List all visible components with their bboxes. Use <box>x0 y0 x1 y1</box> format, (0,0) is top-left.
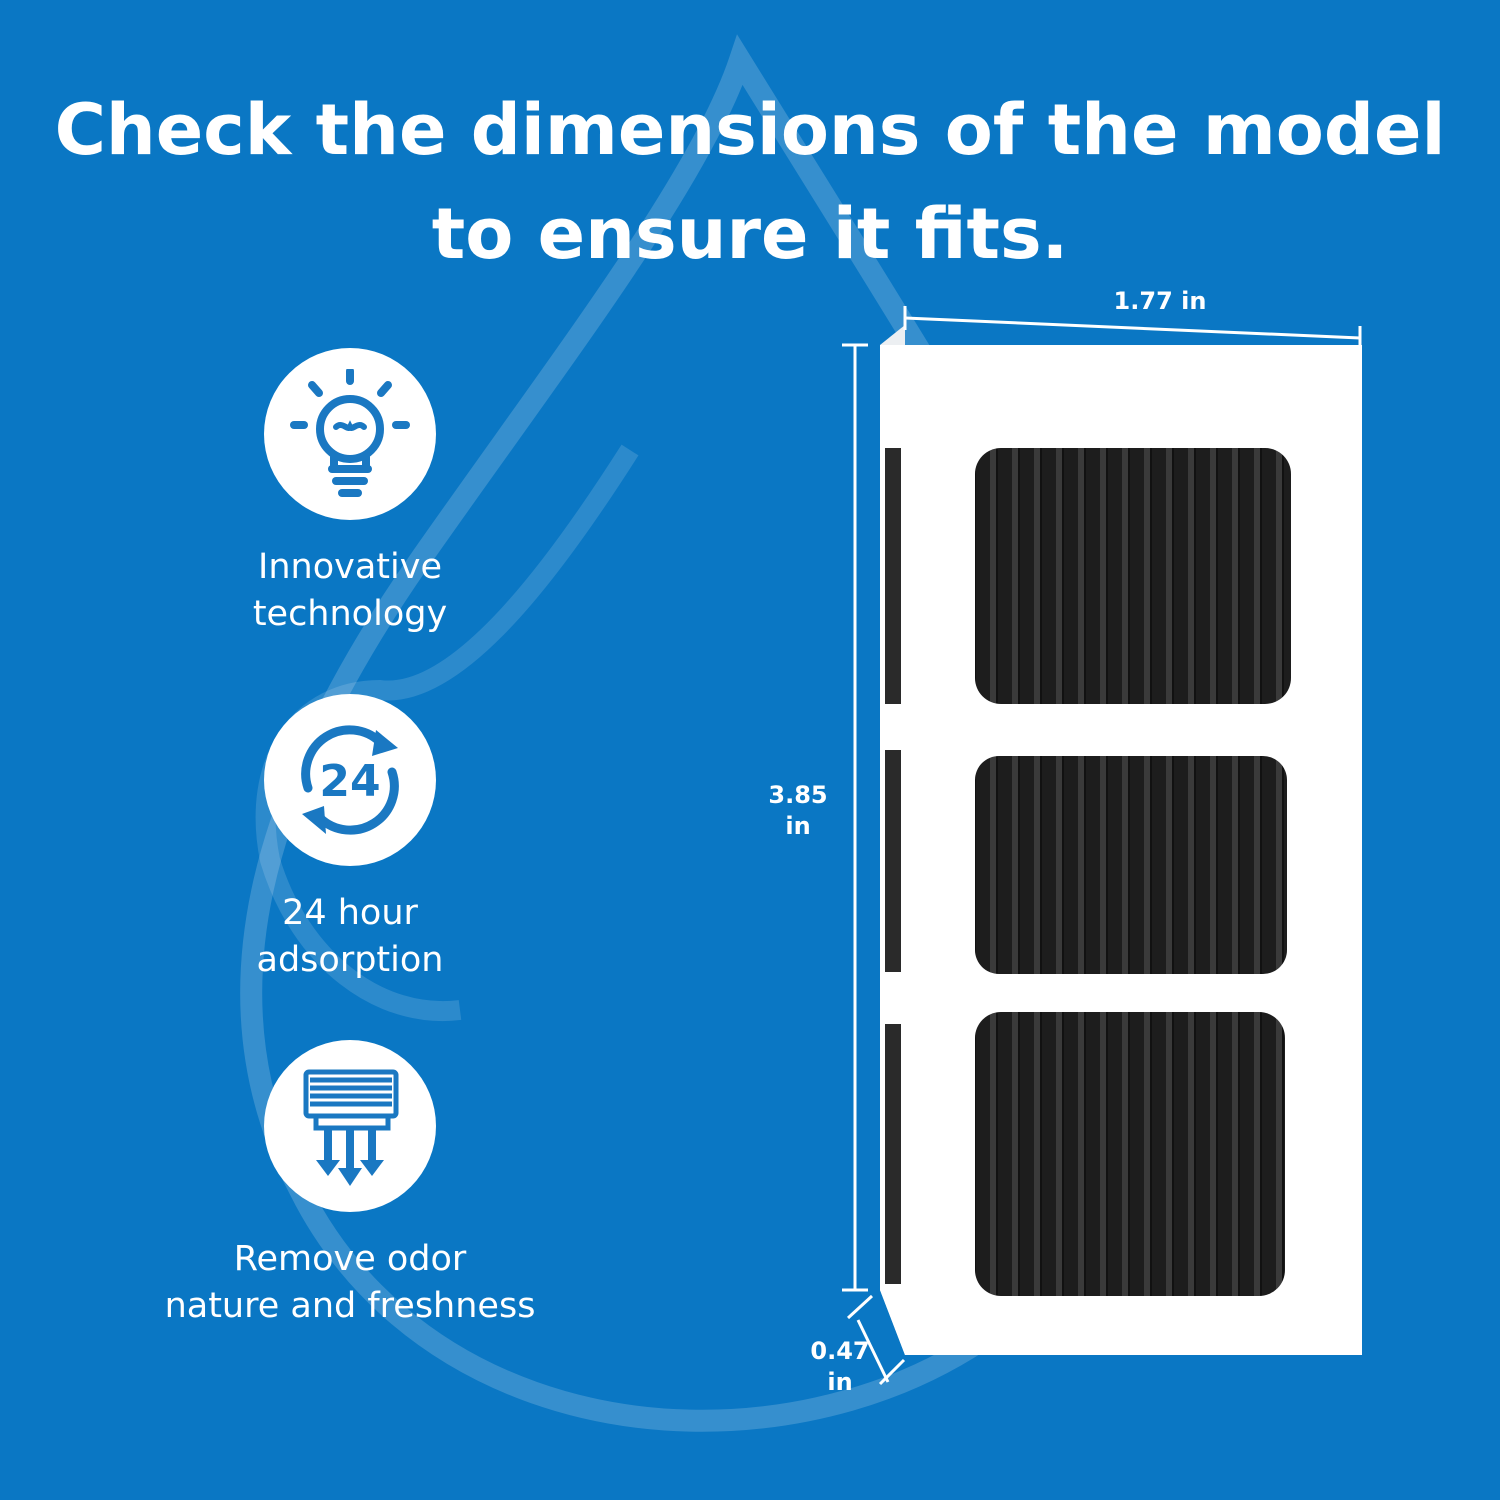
feature-label-line-1: Remove odor <box>233 1239 467 1279</box>
headline: Check the dimensions of the model to ens… <box>0 78 1500 286</box>
feature-badge <box>264 1040 436 1212</box>
feature-label: Innovative technology <box>150 544 550 638</box>
air-filter-icon <box>303 1069 399 1186</box>
feature-label: 24 hour adsorption <box>150 890 550 984</box>
feature-24-hour-adsorption: 24 24 hour adsorption <box>150 694 550 984</box>
width-dimension-label: 1.77 in <box>1113 287 1207 315</box>
feature-label: Remove odor nature and freshness <box>150 1236 550 1330</box>
depth-value: 0.47 <box>810 1337 870 1365</box>
height-dimension-label: 3.85 in <box>758 780 838 842</box>
depth-dimension-line <box>846 1294 906 1386</box>
filter-side-strip <box>885 1024 901 1284</box>
filter-side-strip <box>885 750 901 972</box>
carbon-filter-panel-middle <box>975 756 1287 974</box>
feature-label-line-1: 24 hour <box>282 893 418 933</box>
carbon-filter-panel-bottom <box>975 1012 1285 1296</box>
feature-label-line-2: adsorption <box>256 940 444 980</box>
width-dimension-line <box>903 306 1362 350</box>
carbon-filter-panel-top <box>975 448 1291 704</box>
feature-badge <box>264 348 436 520</box>
filter-side-strip <box>885 448 901 704</box>
feature-label-line-2: nature and freshness <box>164 1286 536 1326</box>
headline-line-2: to ensure it fits. <box>431 193 1069 275</box>
headline-line-1: Check the dimensions of the model <box>54 89 1446 171</box>
feature-remove-odor: Remove odor nature and freshness <box>150 1040 550 1330</box>
height-dimension-line <box>842 343 868 1292</box>
24-hour-cycle-icon: 24 <box>301 725 399 835</box>
feature-label-line-1: Innovative <box>258 547 442 587</box>
depth-dimension-label: 0.47 in <box>800 1336 880 1398</box>
height-unit: in <box>785 812 811 840</box>
lightbulb-icon <box>290 369 410 497</box>
feature-badge: 24 <box>264 694 436 866</box>
depth-unit: in <box>827 1368 853 1396</box>
24-badge-text: 24 <box>319 756 380 807</box>
feature-label-line-2: technology <box>252 594 448 634</box>
height-value: 3.85 <box>768 781 828 809</box>
feature-innovative-technology: Innovative technology <box>150 348 550 638</box>
